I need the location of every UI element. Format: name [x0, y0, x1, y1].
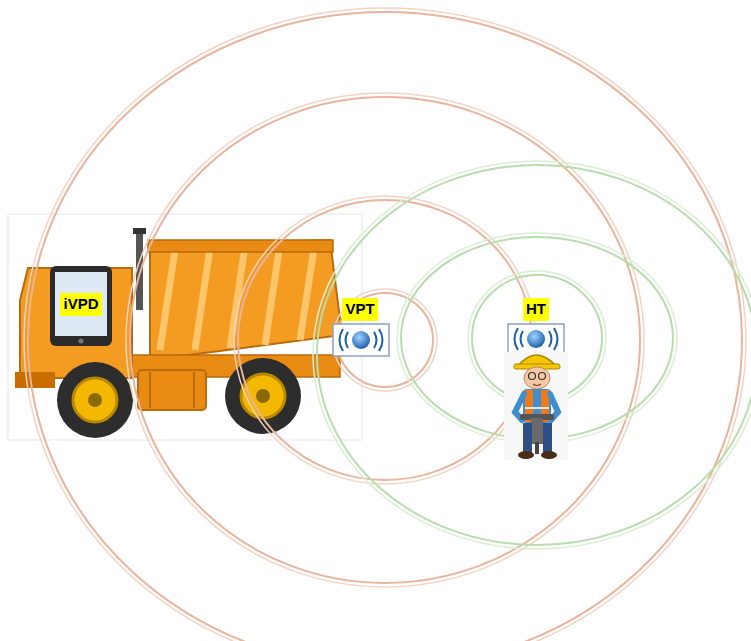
device-label: iVPD	[60, 293, 102, 316]
vpt-range-rings	[24, 8, 746, 641]
label-text: iVPD	[63, 296, 98, 313]
label-text: VPT	[345, 301, 374, 318]
image-frame	[8, 214, 362, 440]
tag-label: VPT	[342, 298, 378, 321]
vpt-tag-icon	[333, 324, 389, 356]
tag-label: HT	[523, 298, 549, 321]
ht-range-rings	[313, 161, 751, 549]
label-text: HT	[526, 301, 546, 318]
construction-worker	[504, 352, 568, 460]
ht-tag-icon	[508, 324, 564, 354]
dump-truck	[15, 228, 342, 438]
